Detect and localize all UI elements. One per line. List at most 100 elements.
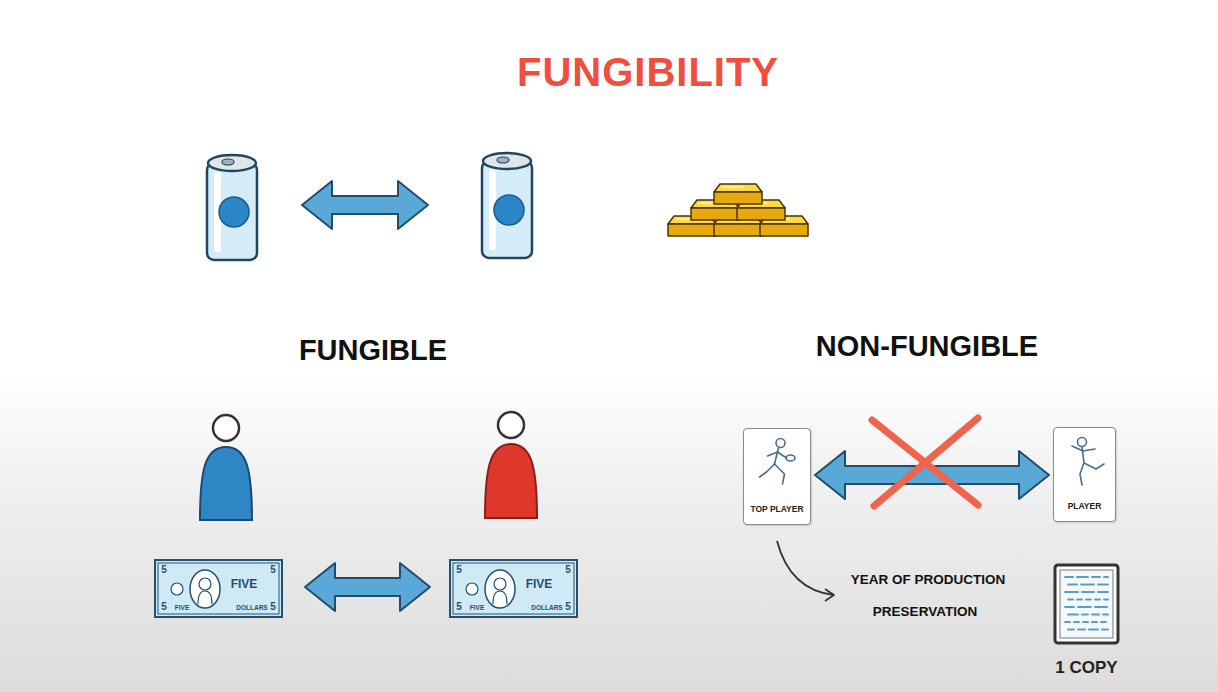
picture-frame — [1074, 621, 1079, 623]
copy-count: 1 COPY — [1055, 659, 1117, 678]
person-figure — [213, 415, 239, 441]
picture-frame — [1082, 614, 1088, 616]
person-figure — [485, 412, 537, 518]
player-figure — [775, 448, 779, 464]
soda-can — [207, 155, 257, 260]
bill-word: FIVE — [526, 578, 553, 590]
soda-can — [482, 161, 532, 258]
bill-word: DOLLARS — [236, 605, 267, 612]
cross-mark — [874, 418, 978, 506]
bill-denomination: 5 — [161, 565, 167, 575]
picture-frame — [1095, 606, 1107, 608]
soda-can — [219, 197, 249, 227]
bill-word: DOLLARS — [531, 605, 562, 612]
soda-can — [483, 153, 531, 169]
gold-bars — [668, 184, 808, 236]
picture-frame — [1068, 584, 1077, 586]
dollar-bill — [493, 591, 507, 604]
dollar-bill — [158, 563, 279, 614]
player-figure — [768, 452, 778, 456]
player-figure — [1072, 438, 1104, 486]
card-caption: TOP PLAYER — [750, 505, 803, 514]
leader-arrow — [777, 541, 834, 601]
picture-frame — [1053, 563, 1120, 645]
player-figure — [775, 464, 785, 484]
player-figure — [1054, 428, 1114, 492]
bill-denomination: 5 — [565, 602, 571, 612]
picture-frame — [1104, 599, 1108, 601]
picture-frame — [1065, 576, 1073, 578]
player-figure — [1072, 446, 1083, 451]
bill-word: FIVE — [470, 605, 484, 612]
person-figure — [498, 412, 524, 438]
dollar-bill — [453, 563, 574, 614]
dollar-bill — [494, 578, 506, 590]
picture-frame — [1065, 577, 1108, 630]
picture-frame — [1098, 591, 1108, 593]
picture-frame — [1102, 629, 1108, 631]
dollar-bill — [198, 591, 212, 604]
bill-denomination: 5 — [456, 565, 462, 575]
picture-frame — [1055, 565, 1118, 643]
soda-can — [494, 195, 524, 225]
section-heading: NON-FUNGIBLE — [816, 332, 1038, 361]
player-figure — [776, 439, 785, 448]
framed-artwork: 1 COPY — [1053, 563, 1120, 678]
dollar-bill — [171, 583, 183, 595]
exchange-arrow — [302, 181, 428, 229]
card-caption: PLAYER — [1068, 502, 1102, 511]
picture-frame — [1104, 576, 1108, 578]
exchange-arrow — [305, 563, 430, 611]
player-card: TOP PLAYER — [743, 428, 811, 525]
player-figure — [1083, 449, 1095, 451]
cross-mark — [872, 418, 978, 506]
picture-frame — [1083, 621, 1088, 623]
diagram-title: FUNGIBILITY — [517, 52, 779, 92]
picture-frame — [1077, 599, 1082, 601]
player-figure — [1078, 438, 1087, 447]
player-figure — [760, 439, 796, 485]
player-card: PLAYER — [1053, 427, 1116, 522]
attribute-label: PRESERVATION — [873, 605, 977, 619]
picture-frame — [1065, 591, 1078, 593]
soda-can — [207, 163, 257, 260]
picture-frame — [1092, 576, 1100, 578]
picture-frame — [1068, 614, 1078, 616]
picture-frame — [1081, 584, 1094, 586]
picture-frame — [1103, 614, 1108, 616]
player-figure — [760, 464, 775, 477]
bill-word: FIVE — [231, 578, 258, 590]
picture-frame — [1077, 576, 1088, 578]
picture-frame — [1082, 591, 1094, 593]
soda-can — [482, 153, 532, 258]
picture-frame — [1078, 606, 1091, 608]
player-figure — [786, 455, 795, 461]
bill-denomination: 5 — [270, 565, 276, 575]
picture-frame — [1092, 614, 1099, 616]
player-figure — [1084, 463, 1104, 469]
person-figure — [485, 444, 537, 518]
person-figure — [200, 447, 252, 520]
dollar-bill — [155, 560, 282, 617]
section-heading: FUNGIBLE — [299, 336, 447, 365]
leader-arrow — [777, 541, 834, 595]
dollar-bill — [466, 583, 478, 595]
dollar-bill — [450, 560, 577, 617]
leader-arrow — [825, 589, 834, 601]
bill-denomination: 5 — [565, 565, 571, 575]
attribute-label: YEAR OF PRODUCTION — [851, 573, 1006, 587]
bill-denomination: 5 — [270, 602, 276, 612]
picture-frame — [1089, 629, 1098, 631]
gold-bars — [714, 184, 762, 204]
picture-frame — [1068, 629, 1074, 631]
soda-can — [208, 155, 256, 171]
dollar-bill — [155, 560, 282, 617]
player-figure — [1082, 447, 1084, 463]
picture-frame — [1086, 599, 1091, 601]
soda-can — [222, 159, 234, 165]
picture-frame — [1098, 584, 1108, 586]
bill-denomination: 5 — [456, 602, 462, 612]
soda-can — [497, 157, 509, 163]
